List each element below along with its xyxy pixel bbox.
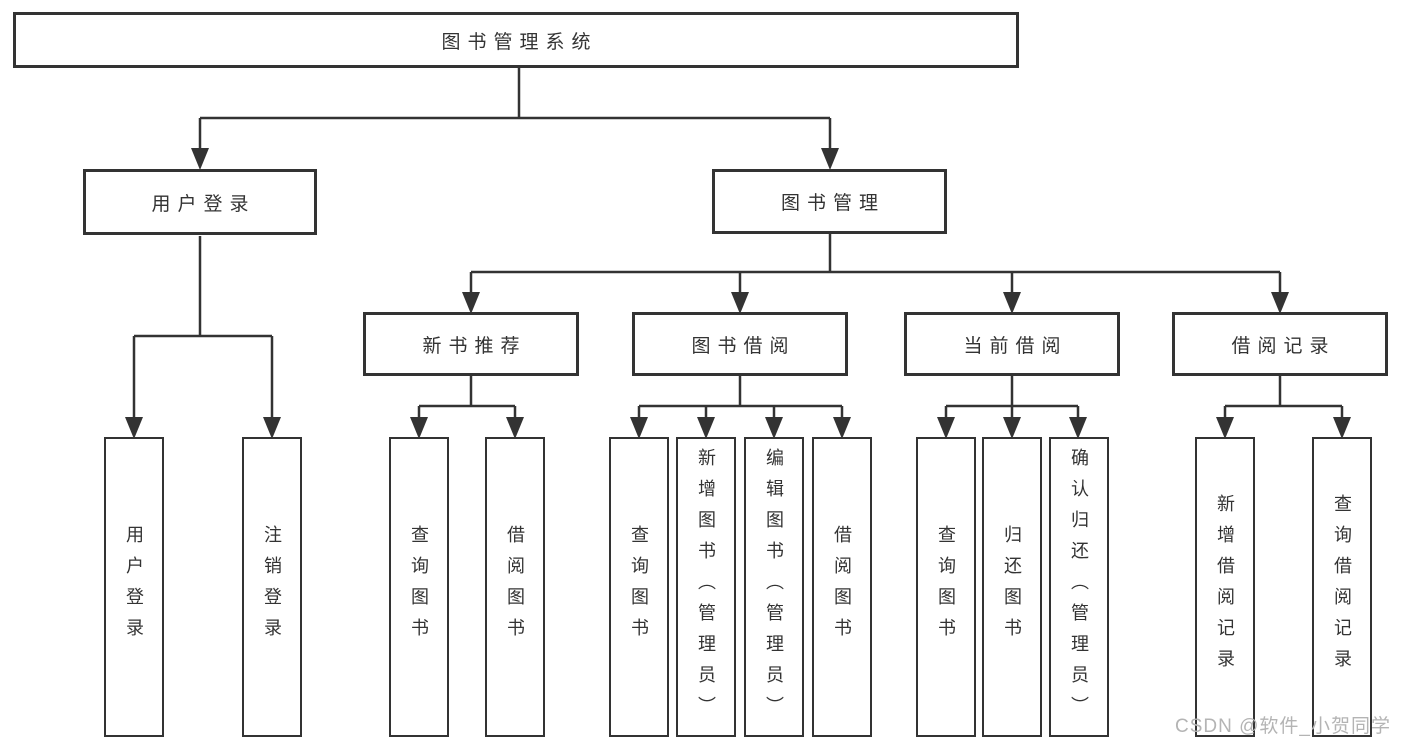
node-label: 编辑图书（管理员） [764,447,784,727]
node-book-borrowing: 图书借阅 [632,312,848,376]
node-add-book-admin: 新增图书（管理员） [676,437,736,737]
node-label: 查询图书 [409,525,429,649]
node-label: 新增借阅记录 [1215,494,1235,680]
node-label: 注销登录 [262,525,282,649]
node-logout: 注销登录 [242,437,302,737]
node-label: 新书推荐 [422,335,527,357]
node-label: 图书借阅 [691,335,796,357]
node-label: 借阅记录 [1231,335,1336,357]
node-label: 确认归还（管理员） [1069,447,1089,727]
node-edit-book-admin: 编辑图书（管理员） [744,437,804,737]
node-label: 新增图书（管理员） [696,447,716,727]
node-new-book-recommend: 新书推荐 [363,312,579,376]
node-query-books-recommend: 查询图书 [389,437,449,737]
node-query-borrow-record: 查询借阅记录 [1312,437,1372,737]
node-library-system: 图书管理系统 [13,12,1019,68]
node-borrowing-records: 借阅记录 [1172,312,1388,376]
node-add-borrow-record: 新增借阅记录 [1195,437,1255,737]
node-label: 用户登录 [151,193,256,215]
node-label: 当前借阅 [963,335,1068,357]
node-label: 查询图书 [629,525,649,649]
node-label: 借阅图书 [832,525,852,649]
node-label: 用户登录 [124,525,144,649]
node-label: 归还图书 [1002,525,1022,649]
node-book-management: 图书管理 [712,169,947,234]
node-label: 查询借阅记录 [1332,494,1352,680]
node-label: 借阅图书 [505,525,525,649]
node-borrow-books: 借阅图书 [812,437,872,737]
node-current-borrowing: 当前借阅 [904,312,1120,376]
node-label: 查询图书 [936,525,956,649]
node-query-books-current: 查询图书 [916,437,976,737]
node-confirm-return-admin: 确认归还（管理员） [1049,437,1109,737]
node-label: 图书管理系统 [441,31,598,53]
node-label: 图书管理 [780,193,885,214]
csdn-watermark: CSDN @软件_小贺同学 [1175,716,1391,737]
node-borrow-books-recommend: 借阅图书 [485,437,545,737]
node-user-login-leaf: 用户登录 [104,437,164,737]
node-query-books-borrow: 查询图书 [609,437,669,737]
node-return-books: 归还图书 [982,437,1042,737]
arrowheads [125,148,1351,439]
node-user-login: 用户登录 [83,169,317,235]
